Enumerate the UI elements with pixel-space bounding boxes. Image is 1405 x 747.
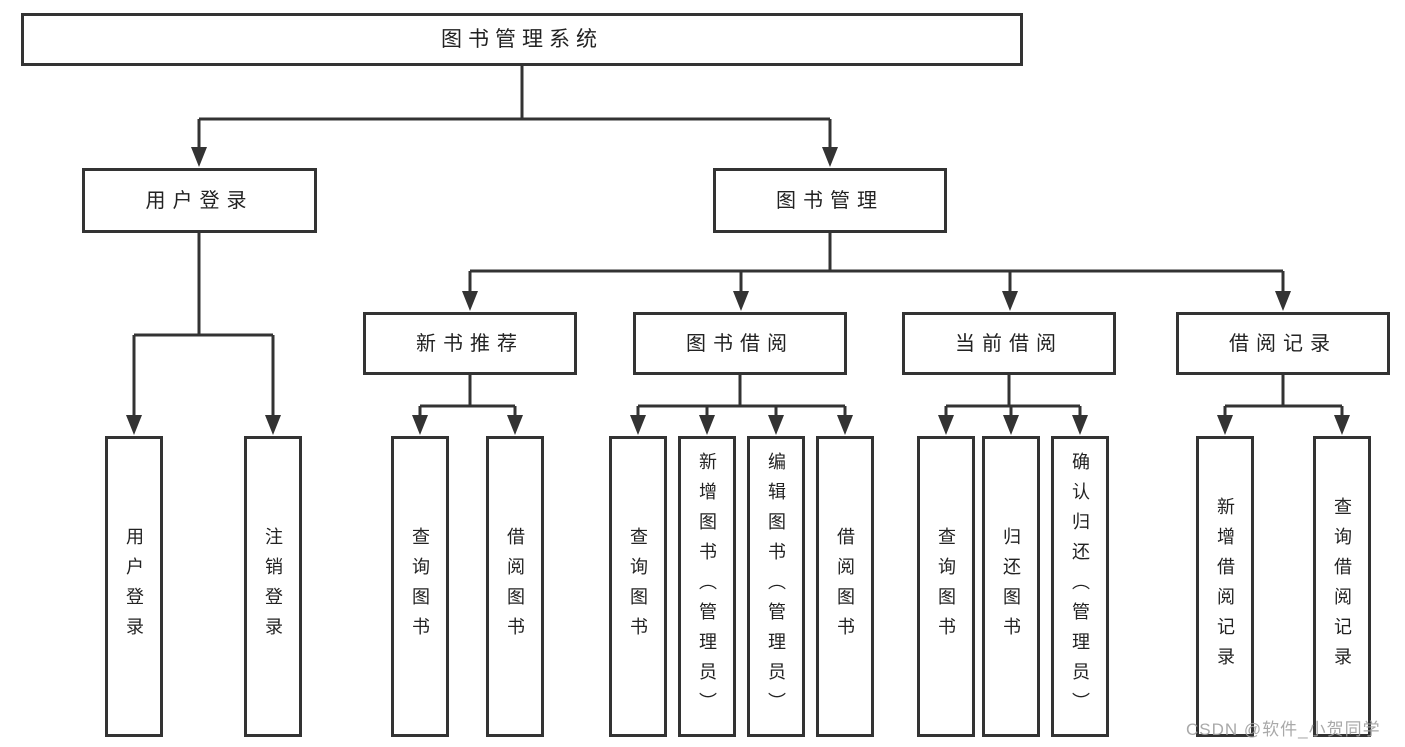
leaf-return-books: 归还图书	[982, 436, 1040, 737]
leaf-borrow-books: 借阅图书	[816, 436, 874, 737]
node-label: 图书管理系统	[441, 27, 603, 51]
leaf-logout: 注销登录	[244, 436, 302, 737]
arrowhead	[938, 415, 954, 435]
arrowhead	[126, 415, 142, 435]
node-label: 编辑图书（管理员）	[766, 451, 786, 722]
node-new-book-recommendation: 新书推荐	[363, 312, 577, 375]
arrowhead	[837, 415, 853, 435]
leaf-query-borrow-record: 查询借阅记录	[1313, 436, 1371, 737]
arrowhead	[507, 415, 523, 435]
leaf-add-borrow-record: 新增借阅记录	[1196, 436, 1254, 737]
node-label: 用户登录	[145, 189, 254, 212]
node-current-borrowing: 当前借阅	[902, 312, 1116, 375]
watermark: CSDN @软件_小贺同学	[1186, 720, 1381, 739]
node-book-management: 图书管理	[713, 168, 947, 233]
node-label: 查询图书	[936, 526, 956, 647]
arrowhead	[768, 415, 784, 435]
arrowhead	[1275, 291, 1291, 311]
arrowhead	[630, 415, 646, 435]
leaf-edit-books-admin: 编辑图书（管理员）	[747, 436, 805, 737]
leaf-borrow-books-recommend: 借阅图书	[486, 436, 544, 737]
leaf-user-login: 用户登录	[105, 436, 163, 737]
node-label: 注销登录	[263, 526, 283, 647]
arrowhead	[412, 415, 428, 435]
leaf-query-books-borrow: 查询图书	[609, 436, 667, 737]
arrowhead	[699, 415, 715, 435]
node-label: 查询借阅记录	[1332, 496, 1352, 677]
node-borrowing-records: 借阅记录	[1176, 312, 1390, 375]
node-label: 查询图书	[628, 526, 648, 647]
leaf-query-books-current: 查询图书	[917, 436, 975, 737]
node-label: 新增图书（管理员）	[697, 451, 717, 722]
node-label: 用户登录	[124, 526, 144, 647]
node-label: 确认归还（管理员）	[1070, 451, 1090, 722]
arrowhead	[822, 147, 838, 167]
node-label: 图书借阅	[686, 332, 794, 355]
node-label: 新增借阅记录	[1215, 496, 1235, 677]
node-book-borrowing: 图书借阅	[633, 312, 847, 375]
arrowhead	[733, 291, 749, 311]
node-label: 归还图书	[1001, 526, 1021, 647]
node-label: 借阅图书	[505, 526, 525, 647]
leaf-query-books-recommend: 查询图书	[391, 436, 449, 737]
arrowhead	[191, 147, 207, 167]
arrowhead	[1072, 415, 1088, 435]
node-label: 当前借阅	[955, 332, 1063, 355]
node-label: 借阅记录	[1229, 332, 1337, 355]
node-label: 查询图书	[410, 526, 430, 647]
arrowhead	[1334, 415, 1350, 435]
node-label: 图书管理	[776, 189, 884, 212]
arrowhead	[1217, 415, 1233, 435]
arrowhead	[1003, 415, 1019, 435]
node-user-login: 用户登录	[82, 168, 317, 233]
leaf-add-books-admin: 新增图书（管理员）	[678, 436, 736, 737]
node-label: 新书推荐	[416, 332, 524, 355]
node-label: 借阅图书	[835, 526, 855, 647]
leaf-confirm-return-admin: 确认归还（管理员）	[1051, 436, 1109, 737]
node-library-system: 图书管理系统	[21, 13, 1023, 66]
arrowhead	[1002, 291, 1018, 311]
arrowhead	[265, 415, 281, 435]
arrowhead	[462, 291, 478, 311]
